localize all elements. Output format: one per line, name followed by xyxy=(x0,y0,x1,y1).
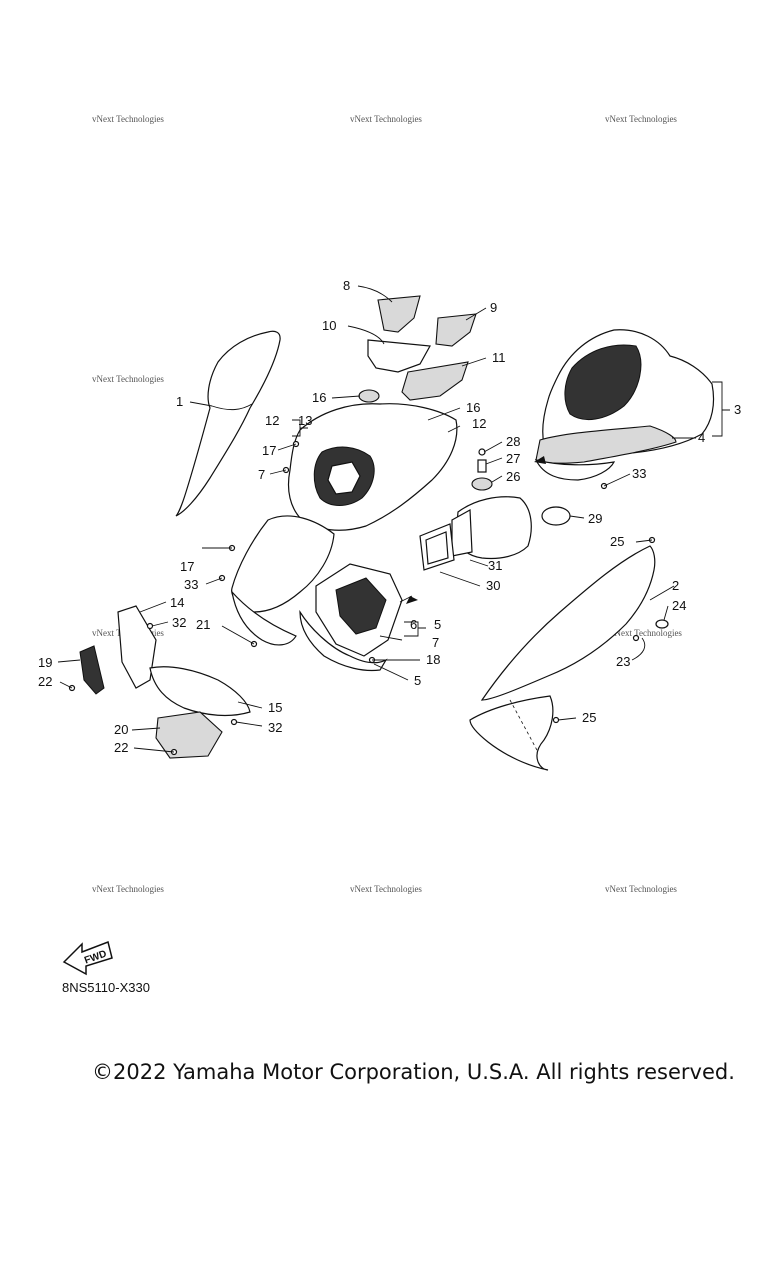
part-1-side-panel xyxy=(175,330,281,517)
callout-17b: 17 xyxy=(180,559,194,574)
copyright-text: ©2022 Yamaha Motor Corporation, U.S.A. A… xyxy=(92,1060,735,1084)
callout-33: 33 xyxy=(632,466,646,481)
callout-23: 23 xyxy=(616,654,630,669)
watermark: vNext Technologies xyxy=(92,374,164,384)
part-6-box-inner xyxy=(335,577,387,635)
watermark: vNext Technologies xyxy=(610,628,682,638)
watermark: vNext Technologies xyxy=(92,114,164,124)
part-26 xyxy=(471,477,493,491)
callout-25b: 25 xyxy=(582,710,596,725)
callout-32b: 32 xyxy=(268,720,282,735)
callout-11: 11 xyxy=(492,350,506,365)
direction-arrow-icon xyxy=(534,456,546,464)
part-27 xyxy=(477,459,487,473)
callout-10: 10 xyxy=(322,318,336,333)
callout-5: 5 xyxy=(434,617,441,632)
part-24-grommet xyxy=(655,619,669,629)
callout-17: 17 xyxy=(262,443,276,458)
callout-32: 32 xyxy=(172,615,186,630)
part-10 xyxy=(367,339,431,373)
hardware-group xyxy=(68,440,669,756)
watermark: vNext Technologies xyxy=(92,884,164,894)
part-2-dashed xyxy=(509,699,539,753)
callout-25: 25 xyxy=(610,534,624,549)
callout-14: 14 xyxy=(170,595,184,610)
callout-22: 22 xyxy=(38,674,52,689)
leader-lines xyxy=(57,285,730,753)
callout-9: 9 xyxy=(490,300,497,315)
callout-6: 6 xyxy=(410,617,417,632)
callout-16b: 16 xyxy=(466,400,480,415)
callout-21: 21 xyxy=(196,617,210,632)
fwd-arrow-icon: FWD xyxy=(62,940,113,976)
part-20-grille xyxy=(155,711,223,759)
part-30-seal xyxy=(419,523,455,571)
callout-labels: 1 2 3 4 5 5 6 7 7 8 9 10 11 12 12 13 14 … xyxy=(38,278,741,755)
callout-31: 31 xyxy=(488,558,502,573)
part-32-clip xyxy=(146,622,154,630)
callout-22b: 22 xyxy=(114,740,128,755)
watermark: vNext Technologies xyxy=(605,884,677,894)
callout-2: 2 xyxy=(672,578,679,593)
callout-24: 24 xyxy=(672,598,686,613)
part-25-screw xyxy=(552,716,560,724)
part-4-lower-shell xyxy=(535,425,677,464)
part-32-clip xyxy=(230,718,238,726)
front-cover-lower xyxy=(231,515,335,613)
callout-18: 18 xyxy=(426,652,440,667)
part-11 xyxy=(401,361,469,401)
part-28 xyxy=(478,448,486,456)
part-1-line xyxy=(211,403,253,411)
watermark: vNext Technologies xyxy=(350,114,422,124)
part-3-inner xyxy=(564,344,642,421)
callout-33b: 33 xyxy=(184,577,198,592)
callout-29: 29 xyxy=(588,511,602,526)
part-8 xyxy=(377,295,421,333)
diagram-code: 8NS5110-X330 xyxy=(62,980,150,995)
part-15-lower-panel xyxy=(149,666,251,717)
callout-12b: 12 xyxy=(472,416,486,431)
part-9 xyxy=(435,313,477,347)
callout-28: 28 xyxy=(506,434,520,449)
part-23-screw xyxy=(632,634,640,642)
callout-8: 8 xyxy=(343,278,350,293)
part-2-side-panel xyxy=(480,545,656,701)
watermark: vNext Technologies xyxy=(350,884,422,894)
part-19-panel xyxy=(79,645,105,695)
callout-7: 7 xyxy=(258,467,265,482)
callout-15: 15 xyxy=(268,700,282,715)
callout-30: 30 xyxy=(486,578,500,593)
part-31-opening xyxy=(451,509,473,557)
callout-13: 13 xyxy=(298,413,312,428)
callout-27: 27 xyxy=(506,451,520,466)
callout-7b: 7 xyxy=(432,635,439,650)
part-14-bracket xyxy=(117,605,157,689)
callout-4: 4 xyxy=(698,430,705,445)
watermark: vNext Technologies xyxy=(605,114,677,124)
direction-arrow-icon xyxy=(406,596,418,604)
part-12-inner-detail xyxy=(327,461,361,495)
part-2-lower xyxy=(469,695,554,771)
callout-20: 20 xyxy=(114,722,128,737)
callout-16: 16 xyxy=(312,390,326,405)
part-29-clamp xyxy=(541,506,571,526)
part-4-skirt xyxy=(534,459,616,481)
callout-12: 12 xyxy=(265,413,279,428)
callout-3: 3 xyxy=(734,402,741,417)
callout-26: 26 xyxy=(506,469,520,484)
part-16-grommet-left xyxy=(358,389,380,403)
callout-19: 19 xyxy=(38,655,52,670)
callout-1: 1 xyxy=(176,394,183,409)
callout-5b: 5 xyxy=(414,673,421,688)
front-cover-lip xyxy=(231,590,297,646)
